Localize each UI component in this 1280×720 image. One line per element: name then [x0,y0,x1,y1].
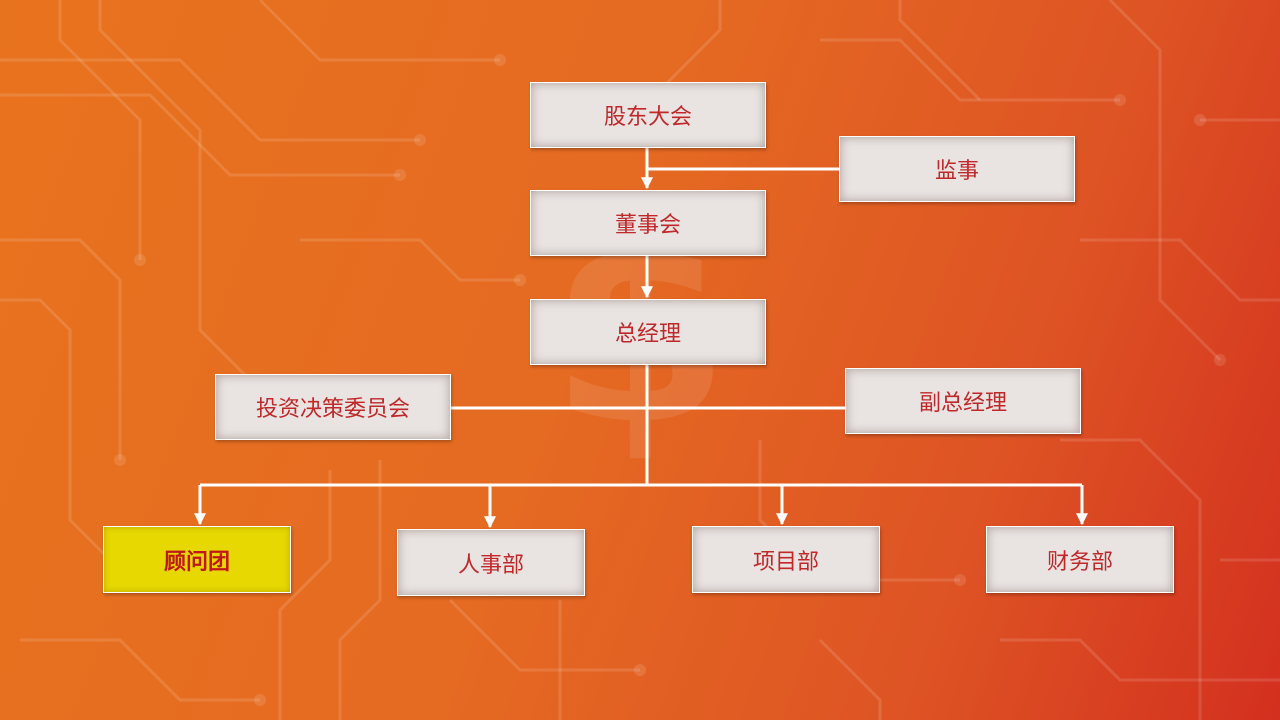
node-hr-department: 人事部 [397,529,585,596]
node-shareholders-meeting: 股东大会 [530,82,766,148]
node-supervisor: 监事 [839,136,1075,202]
node-general-manager: 总经理 [530,299,766,365]
node-finance-department: 财务部 [986,526,1174,593]
node-board-of-directors: 董事会 [530,190,766,256]
node-deputy-general-manager: 副总经理 [845,368,1081,434]
node-project-department: 项目部 [692,526,880,593]
node-investment-committee: 投资决策委员会 [215,374,451,440]
node-advisory-group: 顾问团 [103,526,291,593]
